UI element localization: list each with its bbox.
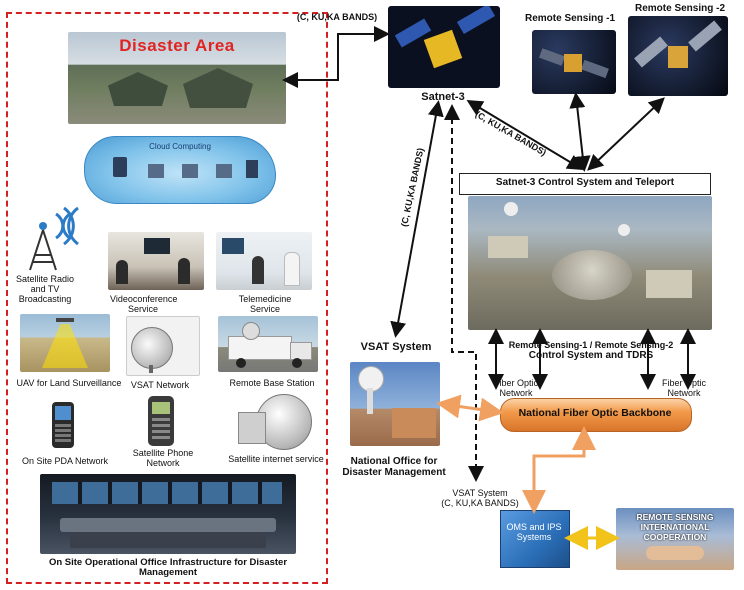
teleport-facility-photo [468,196,712,330]
pda-label: On Site PDA Network [21,456,109,466]
uav-label: UAV for Land Surveillance [16,378,122,388]
international-cooperation-photo [616,508,734,570]
operations-center-photo [40,474,296,554]
national-office-label: National Office for Disaster Management [342,456,446,478]
satellite-phone-icon [148,396,174,446]
top-link-bands-label: (C, KU,KA BANDS) [296,12,378,22]
remote-base-station-label: Remote Base Station [229,378,315,388]
telemedicine-label: Telemedicine Service [238,294,292,314]
control-system-title: Satnet-3 Control System and Teleport [495,177,675,188]
vsat-system-bands-line2: (C, KU,KA BANDS) [441,498,519,508]
oms-ips-label: OMS and IPS Systems [506,522,562,542]
national-office-photo [350,362,440,446]
disaster-area-title: Disaster Area [119,36,235,55]
vsat-network-photo [126,316,200,376]
remote-sensing-2-label: Remote Sensing -2 [634,3,726,14]
tdrs-label-line2: Control System and TDRS [528,350,654,361]
videoconference-label: Videoconference Service [110,294,178,314]
radio-broadcast-label: Satellite Radio and TV Broadcasting [15,274,75,304]
cloud-server-box [148,164,164,178]
remote-sensing-2-photo [628,16,728,96]
international-cooperation-label: REMOTE SENSING INTERNATIONAL COOPERATION [636,512,714,542]
cloud-server-box [246,160,258,178]
videoconference-photo [108,232,204,290]
satnet3-label: Satnet-3 [421,91,465,103]
vsat-system-title: VSAT System [360,341,432,353]
cloud-server-box [216,164,232,178]
satellite-internet-label: Satellite internet service [228,454,324,464]
disaster-area-photo [68,32,286,124]
operations-center-label: On Site Operational Office Infrastructur… [48,557,288,578]
tdrs-label-line1: Remote Sensing-1 / Remote Sensing-2 [508,340,674,350]
fiber-backbone-label: National Fiber Optic Backbone [518,407,672,419]
cloud-server-box [182,164,198,178]
uav-photo [20,314,110,372]
satellite-phone-label: Satellite Phone Network [132,448,194,468]
remote-sensing-1-label: Remote Sensing -1 [524,13,616,24]
cloud-servers-icon [113,157,127,177]
fiber-network-left-label: Fiber Optic Network [493,378,538,398]
satellite-internet-base [238,412,266,444]
pda-icon [52,402,74,448]
remote-sensing-1-photo [532,30,616,94]
satnet3-satellite-photo [388,6,500,88]
telemedicine-photo [216,232,312,290]
cloud-computing-label: Cloud Computing [149,142,211,151]
remote-base-station-photo [218,316,318,372]
disaster-area-boundary [6,12,328,584]
vsat-network-label: VSAT Network [130,380,190,390]
fiber-backbone-pipe [500,398,692,432]
vsat-system-bands-line1: VSAT System [452,488,508,498]
